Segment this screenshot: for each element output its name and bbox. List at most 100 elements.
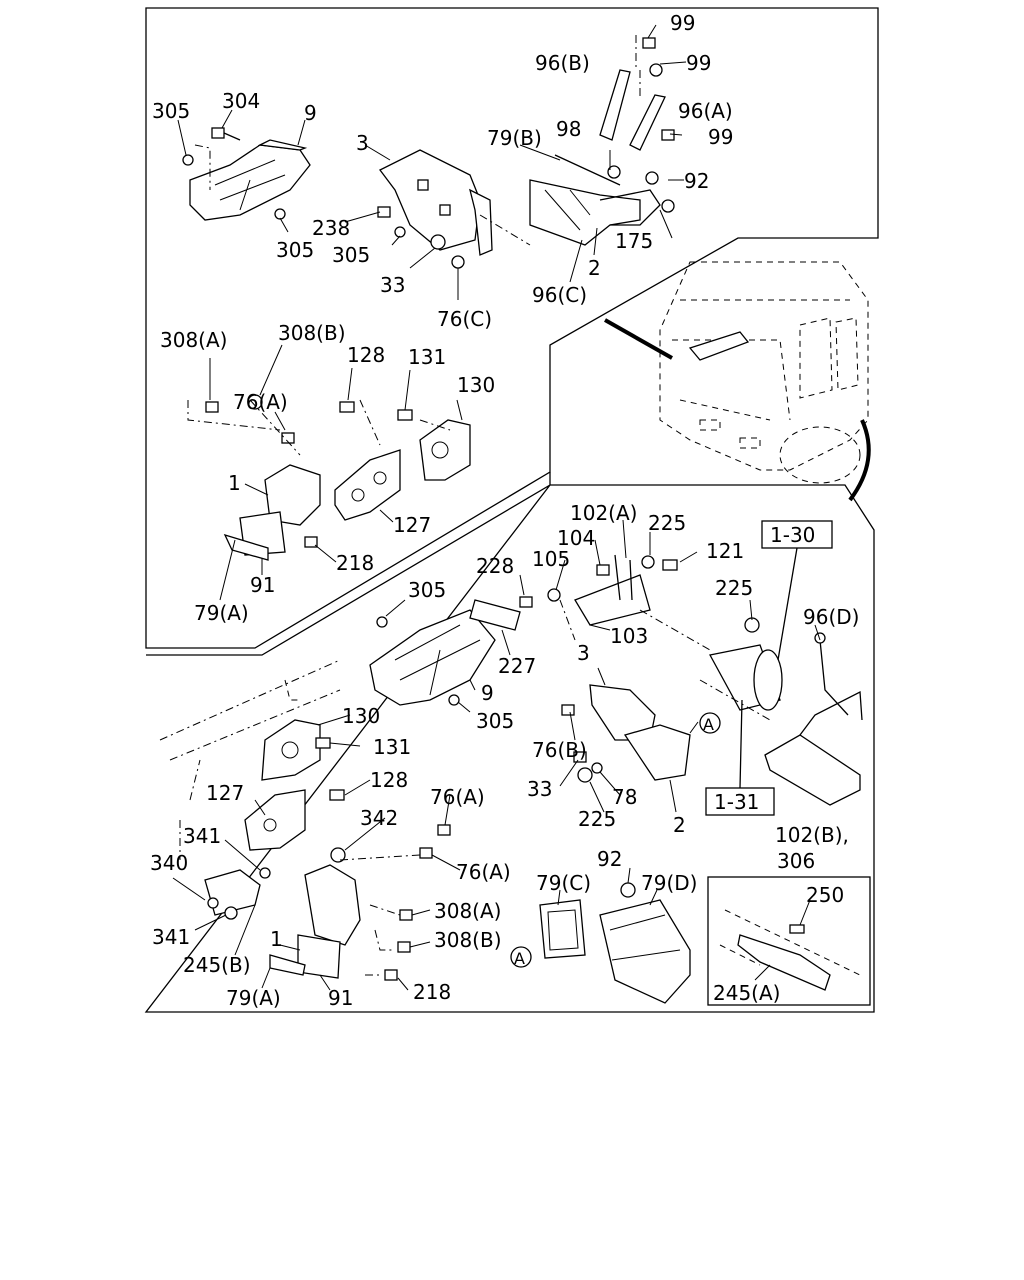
ref-label-1-30: 1-30 xyxy=(770,523,815,547)
label-79b: 79(B) xyxy=(487,126,542,150)
label-92-b: 92 xyxy=(597,847,622,871)
clip-305-upper-b xyxy=(274,208,286,220)
label-127-lower: 127 xyxy=(206,781,244,805)
part-103-bracket xyxy=(574,554,651,626)
label-91-upper: 91 xyxy=(250,573,275,597)
lower-panel-border xyxy=(144,472,875,1013)
label-2-a: 2 xyxy=(588,256,601,280)
label-79a-lower: 79(A) xyxy=(226,986,281,1010)
part-130-plate-upper xyxy=(419,419,471,481)
upper-panel-border xyxy=(145,7,879,649)
circle-a-marker-1 xyxy=(699,712,721,734)
part-102b-bracket xyxy=(764,690,863,806)
label-305-c: 305 xyxy=(332,243,370,267)
bolt-76a-lower-b xyxy=(419,847,433,859)
label-308b-lower: 308(B) xyxy=(434,928,502,952)
stay-96a xyxy=(629,94,666,151)
bolt-308a-lower xyxy=(399,909,413,921)
bolt-238 xyxy=(377,206,391,218)
frame-outline-lower xyxy=(159,659,341,860)
label-76a-upper: 76(A) xyxy=(233,390,288,414)
label-228: 228 xyxy=(476,554,514,578)
bolt-121 xyxy=(662,559,678,571)
label-102a: 102(A) xyxy=(570,501,637,525)
part-79d-mudflap xyxy=(599,899,691,1004)
label-76b: 76(B) xyxy=(532,738,587,762)
part-1-mount-lower xyxy=(269,864,361,979)
clip-305-upper-a xyxy=(182,154,194,166)
label-128-lower: 128 xyxy=(370,768,408,792)
label-99-a: 99 xyxy=(670,11,695,35)
nut-225-a xyxy=(641,555,655,569)
label-130-lower: 130 xyxy=(342,704,380,728)
truck-cab-illustration xyxy=(604,261,871,502)
ref-label-1-31: 1-31 xyxy=(714,790,759,814)
nut-341-a xyxy=(259,867,271,879)
label-79a-upper: 79(A) xyxy=(194,601,249,625)
label-3-b: 3 xyxy=(577,641,590,665)
label-76a-lower-a: 76(A) xyxy=(430,785,485,809)
nut-92-upper xyxy=(645,171,659,185)
bolt-76a-upper xyxy=(281,432,295,444)
label-304: 304 xyxy=(222,89,260,113)
circle-a-label-1: A xyxy=(703,715,714,734)
label-340: 340 xyxy=(150,851,188,875)
label-218-lower: 218 xyxy=(413,980,451,1004)
part-245b-bracket xyxy=(204,869,261,916)
part-127-plate-lower xyxy=(244,789,306,851)
label-250: 250 xyxy=(806,883,844,907)
clip-305-lower-b xyxy=(448,694,460,706)
label-308b-upper: 308(B) xyxy=(278,321,346,345)
part-227-plate xyxy=(469,599,521,631)
label-96c: 96(C) xyxy=(532,283,587,307)
nut-76c xyxy=(451,255,465,269)
label-96b: 96(B) xyxy=(535,51,590,75)
label-9-b: 9 xyxy=(481,681,494,705)
label-245a: 245(A) xyxy=(713,981,780,1005)
label-102b: 102(B), xyxy=(775,823,849,847)
label-33-a: 33 xyxy=(380,273,405,297)
bolt-99-c xyxy=(661,129,675,141)
part-9-cover-upper xyxy=(189,139,311,221)
label-96d: 96(D) xyxy=(803,605,859,629)
label-308a-upper: 308(A) xyxy=(160,328,227,352)
washer-78 xyxy=(591,762,603,774)
label-225-a: 225 xyxy=(648,511,686,535)
bolt-104 xyxy=(596,564,610,576)
label-104: 104 xyxy=(557,526,595,550)
bolt-128-lower xyxy=(329,789,345,801)
part-3-bracket-upper xyxy=(379,149,493,256)
label-218-upper: 218 xyxy=(336,551,374,575)
label-9-a: 9 xyxy=(304,101,317,125)
label-2-b: 2 xyxy=(673,813,686,837)
label-341-a: 341 xyxy=(183,824,221,848)
label-99-c: 99 xyxy=(708,125,733,149)
part-2-bracket-lower xyxy=(623,724,691,781)
label-305-e: 305 xyxy=(476,709,514,733)
bolt-99-a xyxy=(642,37,656,49)
circle-a-label-2: A xyxy=(514,949,525,968)
label-33-b: 33 xyxy=(527,777,552,801)
bolt-33-lower xyxy=(573,751,587,763)
clip-305-lower-a xyxy=(376,616,388,628)
label-131-lower: 131 xyxy=(373,735,411,759)
bolt-76b xyxy=(561,704,575,716)
label-306: 306 xyxy=(777,849,815,873)
label-76c: 76(C) xyxy=(437,307,492,331)
label-76a-lower-b: 76(A) xyxy=(456,860,511,884)
bolt-308b-lower xyxy=(397,941,411,953)
bolt-33-upper xyxy=(430,234,446,250)
label-342: 342 xyxy=(360,806,398,830)
nut-175 xyxy=(661,199,675,213)
bolt-128-upper xyxy=(339,401,355,413)
label-96a: 96(A) xyxy=(678,99,733,123)
label-128-upper: 128 xyxy=(347,343,385,367)
nut-105 xyxy=(547,588,561,602)
stay-96b xyxy=(599,69,631,141)
nut-341-b xyxy=(224,906,238,920)
bolt-228 xyxy=(519,596,533,608)
label-98: 98 xyxy=(556,117,581,141)
part-127-plate-upper xyxy=(334,449,401,521)
label-103: 103 xyxy=(610,624,648,648)
